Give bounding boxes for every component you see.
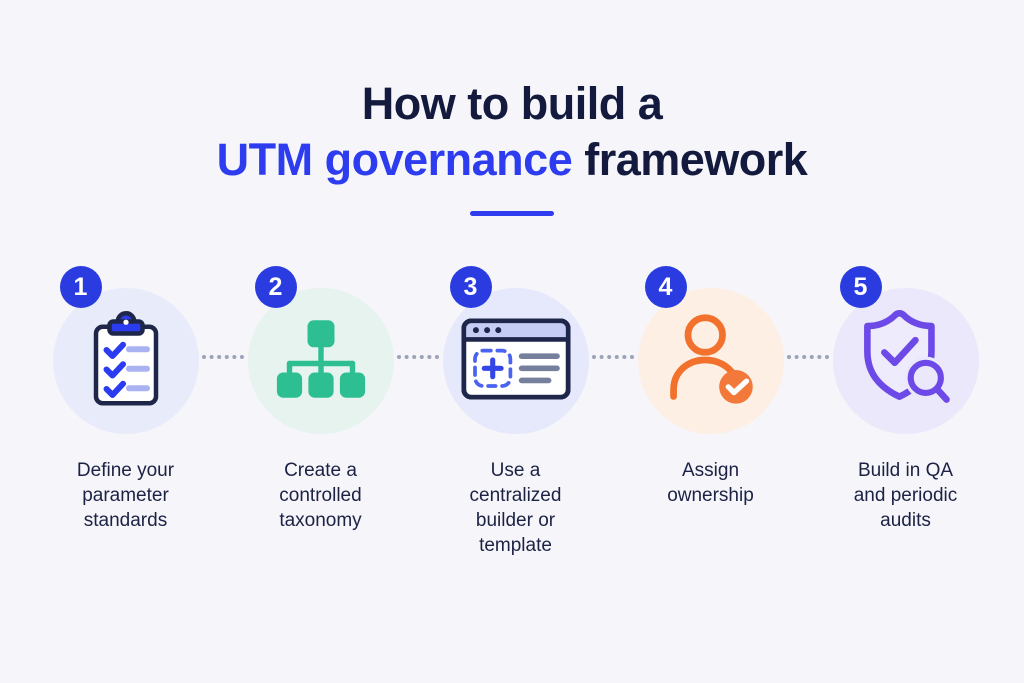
title-underline-bar [470,211,554,216]
step-1: 1 D [28,266,244,558]
step-3: 3 [418,266,634,558]
person-check-icon [663,311,759,412]
step-5-label: Build in QA and periodic audits [853,460,958,531]
step-4-label: Assign ownership [667,460,754,506]
steps-row: 1 D [28,266,1003,558]
step-5-circle [832,288,979,434]
step-4-number-badge: 4 [644,266,687,308]
step-2-label: Create a controlled taxonomy [279,460,362,531]
clipboard-checklist-icon [90,310,162,413]
taxonomy-tree-icon [276,319,366,403]
dotted-connector [397,355,439,359]
step-4: 4 Assign ownership [613,266,829,558]
step-5: 5 Build in QA and periodic audits [808,266,1003,558]
title-highlight: UTM governance [216,134,573,185]
step-5-number-badge: 5 [839,266,882,308]
step-4-circle [637,288,784,434]
dotted-connector [787,355,829,359]
step-2-number-badge: 2 [254,266,297,308]
step-3-circle [442,288,589,434]
builder-window-icon [460,317,571,405]
step-3-number-badge: 3 [449,266,492,308]
dotted-connector [202,355,244,359]
dotted-connector [592,355,634,359]
step-2: 2 Create a contr [223,266,439,558]
step-1-circle [52,288,199,434]
step-1-label: Define your parameter standards [76,460,175,531]
step-3-label: Use a centralized builder or template [469,460,562,556]
step-1-number-badge: 1 [59,266,102,308]
page-title-line1: How to build a [361,78,663,129]
title-rest: framework [572,134,808,185]
page-title-line2: UTM governance framework [0,132,1024,188]
shield-magnifier-icon [857,309,955,414]
step-2-circle [247,288,394,434]
title-block: How to build a UTM governance framework [0,0,1024,216]
